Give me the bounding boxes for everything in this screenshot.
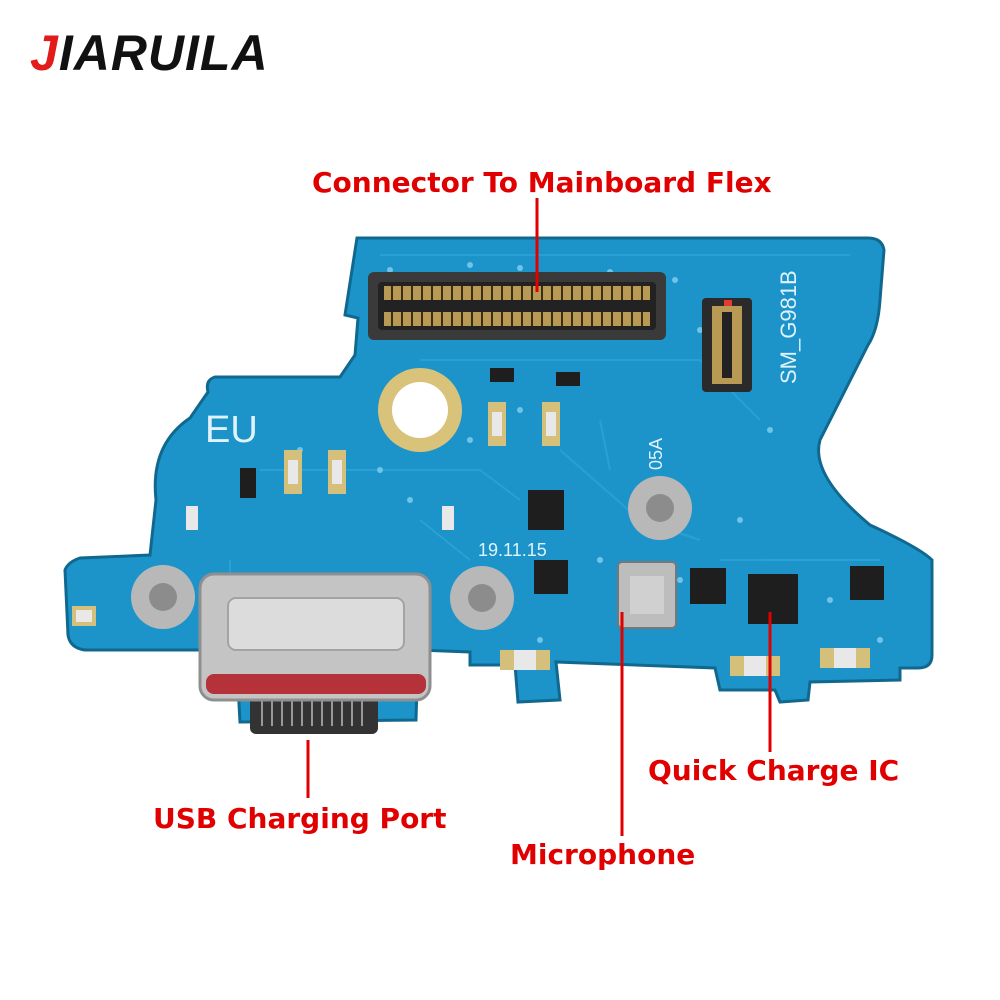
small-flex-connector <box>702 298 752 392</box>
mounting-hole-left <box>131 565 195 629</box>
board-date-marking: 19.11.15 <box>478 540 547 560</box>
callout-usb-label: USB Charging Port <box>153 802 447 835</box>
brand-logo-accent: J <box>30 25 59 81</box>
mounting-hole-right <box>628 476 692 540</box>
callout-connector-label: Connector To Mainboard Flex <box>312 166 772 199</box>
board-model-marking: SM_G981B <box>776 270 801 384</box>
mainboard-flex-connector <box>368 272 666 340</box>
ic-chips <box>528 490 884 604</box>
mounting-hole-top <box>378 368 462 452</box>
brand-logo: JIARUILA <box>30 24 269 82</box>
microphone-component <box>617 561 677 629</box>
quick-charge-ic-chip <box>748 574 798 624</box>
board-region-marking: EU <box>205 409 258 451</box>
board-rev-marking: 05A <box>646 438 666 470</box>
brand-logo-text: IARUILA <box>58 25 269 81</box>
smd-components <box>72 368 870 676</box>
pcb-traces <box>229 254 880 620</box>
callout-quick-charge-label: Quick Charge IC <box>648 754 900 787</box>
mounting-hole-center <box>450 566 514 630</box>
callout-microphone-label: Microphone <box>510 838 696 871</box>
usb-charging-port <box>198 572 432 734</box>
